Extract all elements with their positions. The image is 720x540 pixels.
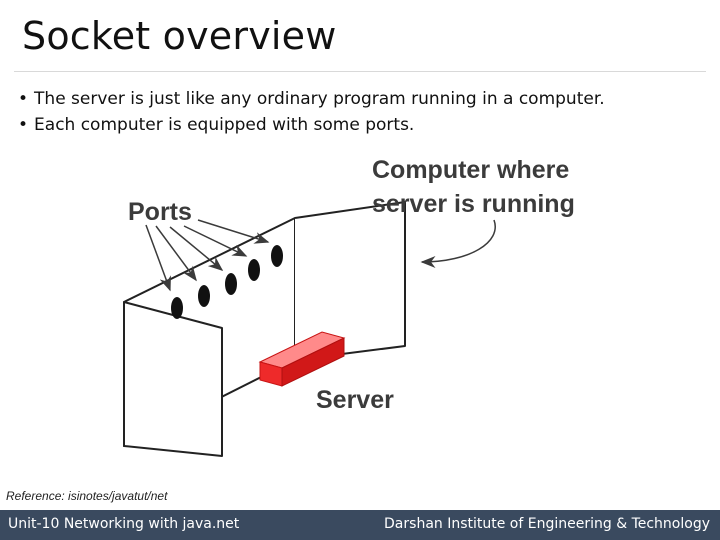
ports-group: [171, 245, 283, 319]
port-hole: [171, 297, 183, 319]
server-label: Server: [316, 386, 394, 414]
socket-diagram: Ports Computer where server is running S…: [123, 156, 575, 457]
port-arrows: [145, 219, 270, 292]
computer-pointer-arrow: [420, 219, 496, 268]
bullet-item: Each computer is equipped with some port…: [18, 112, 605, 138]
port-hole: [248, 259, 260, 281]
title-divider: [14, 71, 706, 72]
bullet-item: The server is just like any ordinary pro…: [18, 86, 605, 112]
footer-unit-title: Unit-10 Networking with java.net: [8, 516, 240, 532]
footer-institute: Darshan Institute of Engineering & Techn…: [384, 516, 710, 532]
slide-title: Socket overview: [22, 14, 337, 58]
reference-note: Reference: isinotes/javatut/net: [6, 489, 168, 503]
right-wall: [294, 201, 406, 361]
server-block: [258, 331, 346, 387]
ports-label: Ports: [128, 198, 192, 226]
server-side: [281, 337, 345, 387]
port-hole: [271, 245, 283, 267]
bullet-list: The server is just like any ordinary pro…: [18, 86, 605, 138]
front-panel: [123, 301, 223, 457]
computer-label-line2: server is running: [372, 190, 575, 218]
port-hole: [225, 273, 237, 295]
computer-label-line1: Computer where: [372, 156, 569, 184]
footer-bar: Unit-10 Networking with java.net Darshan…: [0, 510, 720, 540]
port-hole: [198, 285, 210, 307]
